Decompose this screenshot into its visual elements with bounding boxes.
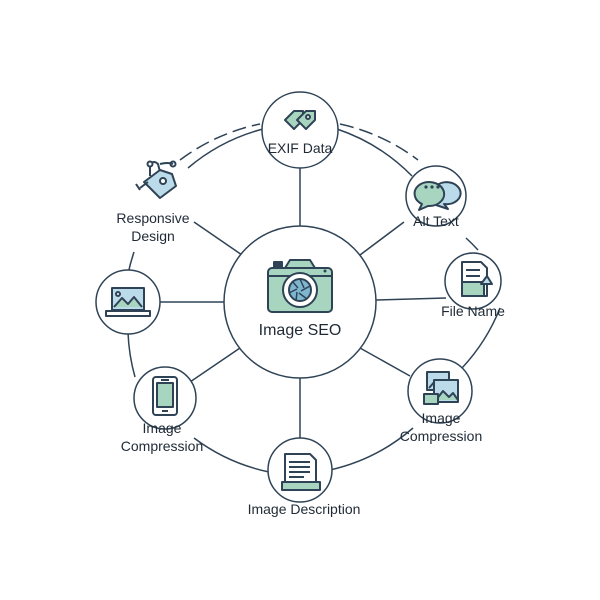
spoke-responsive — [193, 221, 243, 256]
monitor-image-icon — [105, 287, 151, 317]
spoke-compression-left — [189, 347, 241, 383]
node-label-responsive-line-1: Responsive — [116, 210, 190, 226]
node-exif-circle — [261, 91, 339, 169]
camera-icon — [267, 259, 333, 313]
node-label-alt: Alt Text — [413, 212, 459, 230]
ring-arc-3 — [465, 237, 479, 251]
node-label-compression-right-line-1: Image — [421, 410, 461, 426]
node-label-filename-line-1: File Name — [441, 303, 505, 319]
spoke-compression-right — [359, 347, 411, 377]
node-label-compression-left-line-1: Image — [142, 420, 182, 436]
ring-arc-4 — [461, 307, 501, 369]
ring-arc-6 — [193, 437, 270, 473]
ring-arc-1 — [187, 128, 264, 169]
node-label-responsive: Responsive Design — [116, 209, 189, 245]
price-tag-icon — [135, 160, 177, 199]
text-document-icon — [281, 453, 321, 491]
chat-bubbles-icon — [413, 181, 462, 211]
spokes — [160, 168, 447, 440]
smartphone-icon — [152, 376, 178, 416]
node-label-compression-right-line-2: Compression — [399, 428, 483, 444]
node-label-compression-right: Image Compression — [400, 409, 482, 445]
node-label-description-line-1: Image Description — [247, 501, 361, 517]
image-files-icon — [423, 371, 459, 405]
ring-outer-dash-left — [179, 123, 261, 161]
node-label-exif-line-1: EXIF Data — [267, 140, 333, 156]
node-label-compression-left-line-2: Compression — [120, 438, 204, 454]
spoke-filename — [375, 297, 447, 301]
node-label-alt-line-1: Alt Text — [413, 213, 459, 229]
center-label: Image SEO — [258, 322, 342, 339]
ring-arc-7 — [127, 331, 136, 378]
node-label-filename: File Name — [441, 302, 505, 320]
ring-arc-2 — [336, 128, 413, 177]
outer-ring — [127, 123, 501, 473]
node-label-compression-left: Image Compression — [121, 419, 203, 455]
node-label-exif: EXIF Data — [268, 139, 333, 157]
ring-outer-dash-right — [339, 123, 419, 161]
node-label-description: Image Description — [248, 500, 361, 518]
ring-arc-5 — [329, 427, 414, 471]
node-label-responsive-line-2: Design — [131, 228, 175, 244]
spoke-alt — [359, 221, 405, 256]
document-icon — [461, 261, 493, 297]
tag-icon — [284, 110, 316, 130]
